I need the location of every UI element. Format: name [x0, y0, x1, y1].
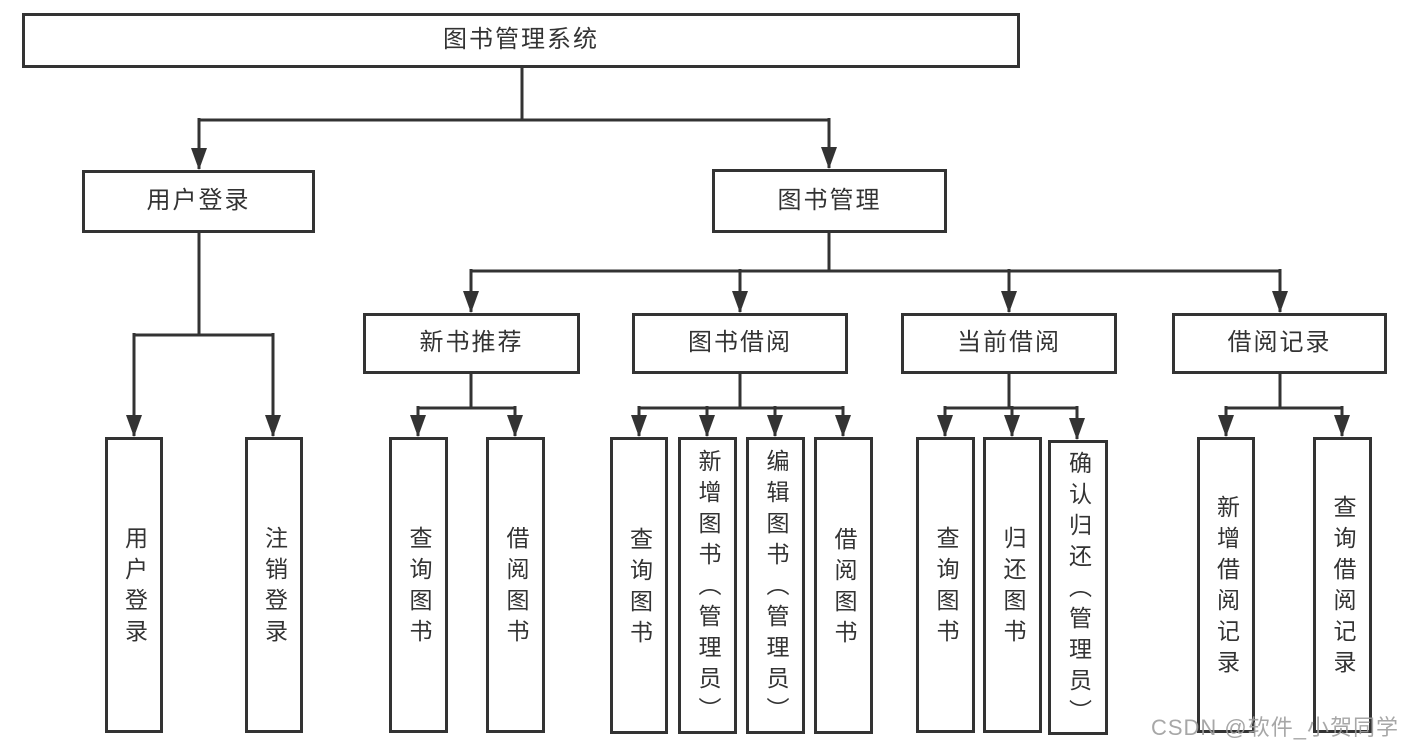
leaf-nb-query-books: 查询图书: [389, 437, 448, 733]
leaf-user-login: 用户登录: [105, 437, 163, 733]
node-root-library-system: 图书管理系统: [22, 13, 1020, 68]
leaf-br-query-record: 查询借阅记录: [1313, 437, 1372, 733]
branch-current-borrowing: [937, 374, 1085, 440]
leaf-bb-add-books-admin: 新增图书（管理员）: [678, 437, 737, 734]
leaf-bb-borrow-books: 借阅图书: [814, 437, 873, 734]
csdn-watermark: CSDN @软件_小贺同学: [1150, 715, 1399, 740]
node-current-borrowing: 当前借阅: [901, 313, 1117, 374]
leaf-br-add-record: 新增借阅记录: [1197, 437, 1255, 733]
leaf-nb-borrow-books: 借阅图书: [486, 437, 545, 733]
branch-user-login: [126, 233, 281, 437]
branch-book-management: [463, 233, 1288, 313]
branch-book-borrowing: [631, 374, 851, 437]
node-book-borrowing: 图书借阅: [632, 313, 848, 374]
leaf-bb-edit-books-admin: 编辑图书（管理员）: [746, 437, 805, 734]
leaf-bb-query-books: 查询图书: [610, 437, 668, 734]
node-book-management: 图书管理: [712, 169, 947, 233]
branch-new-book-recommend: [410, 374, 523, 437]
leaf-cb-query-books: 查询图书: [916, 437, 975, 733]
leaf-cb-return-books: 归还图书: [983, 437, 1042, 733]
branch-root: [191, 68, 837, 170]
branch-borrow-records: [1218, 374, 1350, 437]
leaf-cb-confirm-return-admin: 确认归还（管理员）: [1048, 440, 1108, 735]
node-user-login: 用户登录: [82, 170, 315, 233]
node-new-book-recommend: 新书推荐: [363, 313, 580, 374]
node-borrow-records: 借阅记录: [1172, 313, 1387, 374]
leaf-logout: 注销登录: [245, 437, 303, 733]
